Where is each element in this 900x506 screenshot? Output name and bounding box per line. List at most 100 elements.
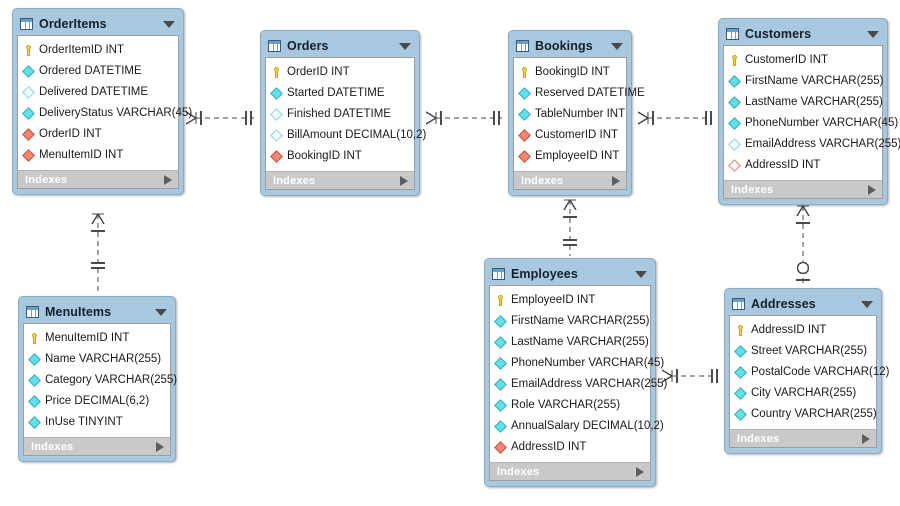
column-orderitems-2[interactable]: Delivered DATETIME	[18, 82, 178, 103]
connector-orderitems-orders[interactable]	[185, 111, 254, 125]
indexes-label: Indexes	[731, 183, 774, 196]
triangle-right-icon[interactable]	[612, 175, 620, 186]
column-menuitems-1[interactable]: Name VARCHAR(255)	[24, 349, 170, 370]
column-employees-3[interactable]: PhoneNumber VARCHAR(45)	[490, 353, 664, 374]
connector-bookings-employees[interactable]	[563, 199, 577, 256]
column-orderitems-0[interactable]: OrderItemID INT	[18, 40, 178, 61]
column-label: Delivered DATETIME	[39, 85, 149, 98]
column-employees-0[interactable]: EmployeeID INT	[490, 290, 650, 311]
column-employees-7[interactable]: AddressID INT	[490, 437, 650, 458]
column-customers-2[interactable]: LastName VARCHAR(255)	[724, 92, 883, 113]
connector-customers-addresses[interactable]	[796, 205, 810, 286]
entity-indexes-row[interactable]: Indexes	[23, 437, 171, 456]
entity-employees[interactable]: Employees EmployeeID INT FirstName VARCH…	[484, 258, 667, 487]
column-orders-1[interactable]: Started DATETIME	[266, 83, 414, 104]
column-orders-3[interactable]: BillAmount DECIMAL(10,2)	[266, 125, 426, 146]
column-addresses-0[interactable]: AddressID INT	[730, 320, 876, 341]
table-icon	[516, 40, 529, 52]
column-customers-4[interactable]: EmailAddress VARCHAR(255)	[724, 134, 900, 155]
column-customers-5[interactable]: AddressID INT	[724, 155, 882, 176]
column-bookings-2[interactable]: TableNumber INT	[514, 104, 626, 125]
column-menuitems-0[interactable]: MenuItemID INT	[24, 328, 170, 349]
entity-name: Customers	[745, 27, 812, 41]
column-bookings-4[interactable]: EmployeeID INT	[514, 146, 626, 167]
entity-orders[interactable]: Orders OrderID INT Started DATETIME Fini…	[260, 30, 426, 196]
entity-title-bar[interactable]: MenuItems	[23, 301, 171, 323]
column-label: EmailAddress VARCHAR(255)	[511, 377, 668, 390]
entity-customers[interactable]: Customers CustomerID INT FirstName VARCH…	[718, 18, 900, 205]
chevron-down-icon[interactable]	[867, 30, 879, 38]
entity-indexes-row[interactable]: Indexes	[513, 171, 627, 190]
entity-indexes-row[interactable]: Indexes	[265, 171, 415, 190]
entity-orderitems[interactable]: OrderItems OrderItemID INT Ordered DATET…	[12, 8, 192, 195]
primary-key-icon	[23, 45, 34, 56]
triangle-right-icon[interactable]	[636, 466, 644, 477]
column-orderitems-4[interactable]: OrderID INT	[18, 124, 178, 145]
column-customers-3[interactable]: PhoneNumber VARCHAR(45)	[724, 113, 898, 134]
column-orders-0[interactable]: OrderID INT	[266, 62, 414, 83]
column-employees-5[interactable]: Role VARCHAR(255)	[490, 395, 650, 416]
entity-indexes-row[interactable]: Indexes	[723, 180, 883, 199]
entity-addresses[interactable]: Addresses AddressID INT Street VARCHAR(2…	[724, 288, 889, 454]
entity-indexes-row[interactable]: Indexes	[729, 429, 877, 448]
triangle-right-icon[interactable]	[868, 184, 876, 195]
column-addresses-4[interactable]: Country VARCHAR(255)	[730, 404, 877, 425]
column-label: EmployeeID INT	[535, 149, 620, 162]
triangle-right-icon[interactable]	[400, 175, 408, 186]
column-employees-4[interactable]: EmailAddress VARCHAR(255)	[490, 374, 667, 395]
column-employees-2[interactable]: LastName VARCHAR(255)	[490, 332, 650, 353]
entity-bookings[interactable]: Bookings BookingID INT Reserved DATETIME…	[508, 30, 645, 196]
column-menuitems-4[interactable]: InUse TINYINT	[24, 412, 170, 433]
column-employees-6[interactable]: AnnualSalary DECIMAL(10,2)	[490, 416, 664, 437]
chevron-down-icon[interactable]	[861, 300, 873, 308]
column-addresses-1[interactable]: Street VARCHAR(255)	[730, 341, 876, 362]
triangle-right-icon[interactable]	[156, 441, 164, 452]
chevron-down-icon[interactable]	[163, 20, 175, 28]
connector-orders-bookings[interactable]	[425, 111, 502, 125]
column-bookings-3[interactable]: CustomerID INT	[514, 125, 626, 146]
entity-name: MenuItems	[45, 305, 112, 319]
column-customers-1[interactable]: FirstName VARCHAR(255)	[724, 71, 883, 92]
entity-title-bar[interactable]: Bookings	[513, 35, 627, 57]
entity-title-bar[interactable]: Customers	[723, 23, 883, 45]
column-orders-4[interactable]: BookingID INT	[266, 146, 414, 167]
column-orderitems-3[interactable]: DeliveryStatus VARCHAR(45)	[18, 103, 192, 124]
column-customers-0[interactable]: CustomerID INT	[724, 50, 882, 71]
column-label: AddressID INT	[511, 440, 587, 453]
primary-key-icon	[519, 67, 530, 78]
column-bookings-1[interactable]: Reserved DATETIME	[514, 83, 645, 104]
column-menuitems-3[interactable]: Price DECIMAL(6,2)	[24, 391, 170, 412]
chevron-down-icon[interactable]	[611, 42, 623, 50]
entity-title-bar[interactable]: Orders	[265, 35, 415, 57]
column-employees-1[interactable]: FirstName VARCHAR(255)	[490, 311, 650, 332]
column-orders-2[interactable]: Finished DATETIME	[266, 104, 414, 125]
entity-menuitems[interactable]: MenuItems MenuItemID INT Name VARCHAR(25…	[18, 296, 177, 462]
column-orderitems-1[interactable]: Ordered DATETIME	[18, 61, 178, 82]
connector-bookings-customers[interactable]	[637, 111, 712, 125]
column-orderitems-5[interactable]: MenuItemID INT	[18, 145, 178, 166]
column-menuitems-2[interactable]: Category VARCHAR(255)	[24, 370, 177, 391]
entity-title-bar[interactable]: Addresses	[729, 293, 877, 315]
entity-indexes-row[interactable]: Indexes	[17, 170, 179, 189]
table-icon	[26, 306, 39, 318]
chevron-down-icon[interactable]	[399, 42, 411, 50]
table-icon	[268, 40, 281, 52]
connector-orderitems-menuitems[interactable]	[91, 213, 105, 292]
entity-indexes-row[interactable]: Indexes	[489, 462, 651, 481]
column-addresses-3[interactable]: City VARCHAR(255)	[730, 383, 876, 404]
triangle-right-icon[interactable]	[164, 174, 172, 185]
column-bookings-0[interactable]: BookingID INT	[514, 62, 626, 83]
entity-title-bar[interactable]: OrderItems	[17, 13, 179, 35]
column-notnull-icon	[494, 315, 507, 328]
entity-columns: MenuItemID INT Name VARCHAR(255) Categor…	[23, 323, 177, 437]
column-label: Street VARCHAR(255)	[751, 344, 868, 357]
primary-key-icon	[729, 55, 740, 66]
triangle-right-icon[interactable]	[862, 433, 870, 444]
column-addresses-2[interactable]: PostalCode VARCHAR(12)	[730, 362, 889, 383]
connector-employees-addresses[interactable]	[661, 369, 718, 383]
entity-title-bar[interactable]: Employees	[489, 263, 651, 285]
chevron-down-icon[interactable]	[635, 270, 647, 278]
entity-columns: OrderID INT Started DATETIME Finished DA…	[265, 57, 426, 171]
chevron-down-icon[interactable]	[155, 308, 167, 316]
